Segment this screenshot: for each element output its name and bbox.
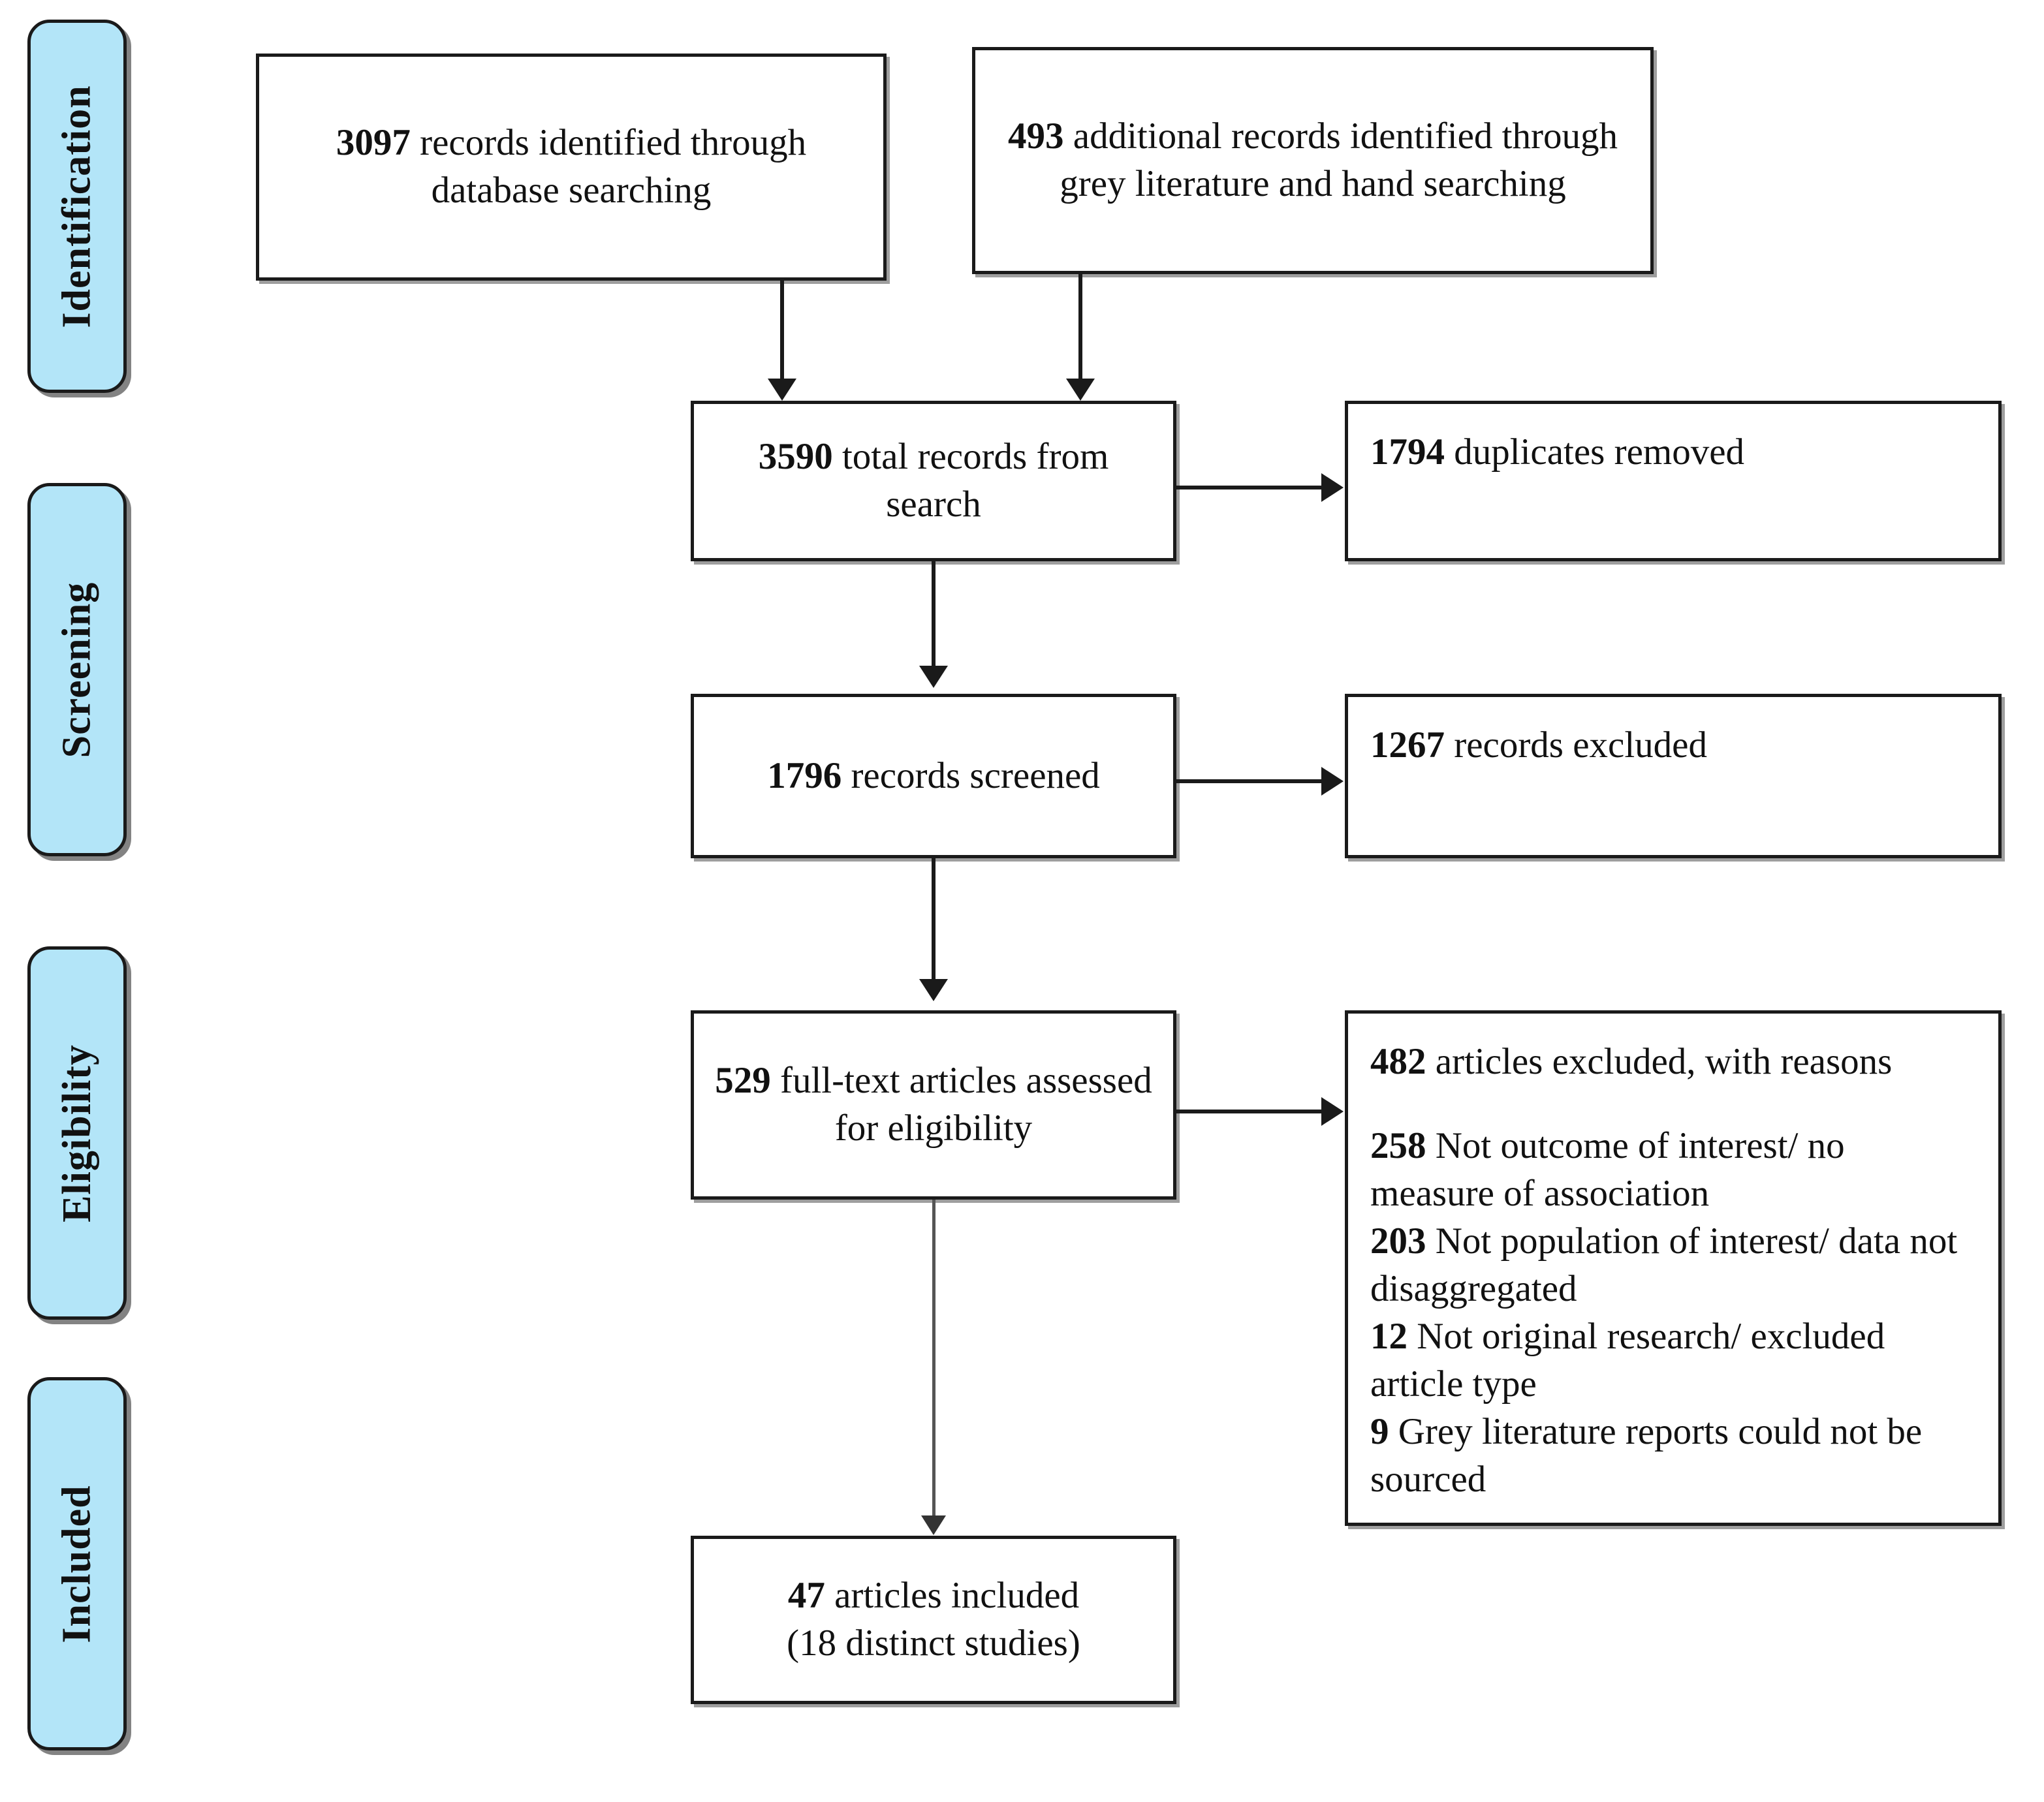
stage-label-screening-text: Screening: [54, 582, 99, 758]
exclusion-reason-count: 12: [1370, 1315, 1407, 1357]
node-fulltext-assessed-label: full-text articles assessed for eligibil…: [770, 1060, 1152, 1149]
node-records-excluded-text: 1267 records excluded: [1370, 722, 1976, 769]
exclusion-reason-item: 203 Not population of interest/ data not…: [1370, 1218, 1976, 1313]
stage-label-identification-text: Identification: [54, 84, 99, 328]
stage-label-included-text: Included: [54, 1484, 99, 1643]
node-database-search: 3097 records identified through database…: [256, 54, 887, 281]
node-total-records-text: 3590 total records from search: [711, 433, 1156, 529]
stage-label-identification: Identification: [27, 20, 127, 393]
node-articles-included-text: 47 articles included (18 distinct studie…: [787, 1572, 1080, 1668]
exclusion-reason-label: Not original research/ excluded article …: [1370, 1315, 1885, 1405]
node-fulltext-assessed: 529 full-text articles assessed for elig…: [691, 1010, 1176, 1200]
arrow-grey-to-total: [1066, 379, 1095, 401]
stage-label-included: Included: [27, 1377, 127, 1750]
connector-fulltext-to-included: [932, 1200, 936, 1519]
node-duplicates-removed-text: 1794 duplicates removed: [1370, 429, 1976, 476]
exclusion-reason-count: 258: [1370, 1125, 1426, 1166]
exclusion-reason-item: 258 Not outcome of interest/ no measure …: [1370, 1123, 1976, 1218]
node-articles-included-count: 47: [787, 1575, 825, 1617]
arrow-screened-to-excluded: [1321, 767, 1344, 796]
stage-label-screening: Screening: [27, 483, 127, 856]
connector-screened-to-fulltext: [932, 858, 936, 982]
node-articles-included: 47 articles included (18 distinct studie…: [691, 1536, 1176, 1704]
connector-screened-to-excluded: [1175, 779, 1323, 783]
node-grey-literature-label: additional records identified through gr…: [1060, 116, 1618, 204]
node-total-records-label: total records from search: [832, 436, 1109, 525]
exclusion-reason-count: 203: [1370, 1220, 1426, 1262]
arrow-total-to-screened: [919, 666, 948, 688]
stage-label-eligibility-text: Eligibility: [54, 1044, 99, 1222]
connector-database-to-total: [780, 281, 784, 382]
exclusion-reason-label: Not population of interest/ data not dis…: [1370, 1220, 1958, 1309]
node-records-excluded-count: 1267: [1370, 724, 1445, 766]
arrow-database-to-total: [768, 379, 796, 401]
node-articles-excluded-label: articles excluded, with reasons: [1426, 1041, 1893, 1082]
node-articles-included-subtext: (18 distinct studies): [787, 1623, 1080, 1664]
connector-fulltext-to-excluded: [1175, 1110, 1323, 1113]
node-grey-literature-count: 493: [1008, 116, 1064, 157]
node-database-search-label: records identified through database sear…: [410, 122, 807, 211]
node-records-excluded: 1267 records excluded: [1345, 694, 2002, 858]
stage-label-eligibility: Eligibility: [27, 946, 127, 1320]
node-articles-included-label: articles included: [825, 1575, 1080, 1617]
connector-total-to-duplicates: [1175, 486, 1323, 489]
node-duplicates-removed: 1794 duplicates removed: [1345, 401, 2002, 561]
arrow-total-to-duplicates: [1321, 473, 1344, 502]
arrow-screened-to-fulltext: [919, 979, 948, 1001]
node-fulltext-assessed-count: 529: [715, 1060, 771, 1102]
node-records-screened-count: 1796: [767, 754, 842, 796]
exclusion-reason-item: 12 Not original research/ excluded artic…: [1370, 1313, 1976, 1408]
node-articles-excluded-heading: 482 articles excluded, with reasons: [1370, 1038, 1976, 1086]
node-duplicates-removed-count: 1794: [1370, 431, 1445, 473]
exclusion-reason-label: Not outcome of interest/ no measure of a…: [1370, 1125, 1845, 1214]
node-total-records-count: 3590: [758, 436, 833, 478]
node-records-excluded-label: records excluded: [1445, 724, 1707, 766]
node-total-records: 3590 total records from search: [691, 401, 1176, 561]
node-grey-literature: 493 additional records identified throug…: [972, 47, 1654, 274]
arrow-fulltext-to-excluded: [1321, 1097, 1344, 1126]
arrow-fulltext-to-included: [921, 1515, 946, 1535]
node-grey-literature-text: 493 additional records identified throug…: [992, 113, 1633, 208]
node-database-search-text: 3097 records identified through database…: [276, 119, 866, 215]
node-records-screened-label: records screened: [841, 754, 1100, 796]
node-fulltext-assessed-text: 529 full-text articles assessed for elig…: [711, 1057, 1156, 1153]
exclusion-reasons-list: 258 Not outcome of interest/ no measure …: [1370, 1123, 1976, 1504]
node-duplicates-removed-label: duplicates removed: [1445, 431, 1745, 473]
exclusion-reason-item: 9 Grey literature reports could not be s…: [1370, 1408, 1976, 1504]
node-database-search-count: 3097: [336, 122, 411, 164]
node-records-screened: 1796 records screened: [691, 694, 1176, 858]
node-articles-excluded: 482 articles excluded, with reasons 258 …: [1345, 1010, 2002, 1526]
node-records-screened-text: 1796 records screened: [767, 753, 1100, 800]
exclusion-reason-label: Grey literature reports could not be sou…: [1370, 1410, 1923, 1500]
connector-grey-to-total: [1078, 274, 1082, 382]
connector-total-to-screened: [932, 561, 936, 669]
node-articles-excluded-count: 482: [1370, 1041, 1426, 1082]
exclusion-reason-count: 9: [1370, 1410, 1389, 1452]
